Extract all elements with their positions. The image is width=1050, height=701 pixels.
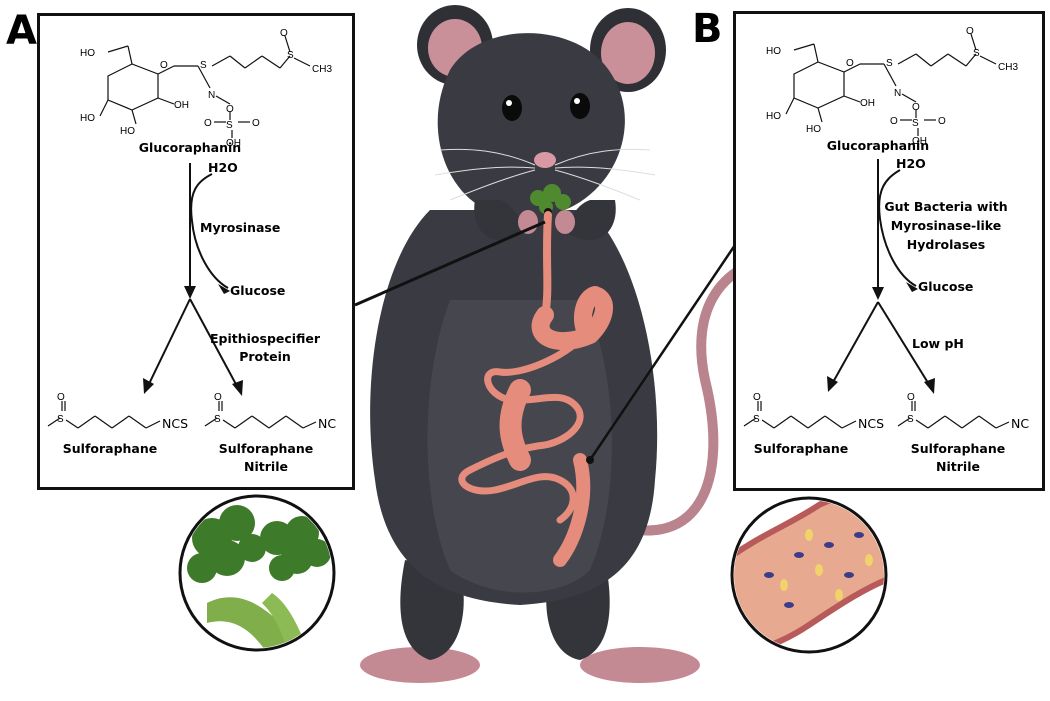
atom-ho-b2: HO <box>766 111 781 122</box>
nitrile-label-b-line1: Sulforaphane <box>910 441 1006 456</box>
mouse-whiskers <box>434 148 656 201</box>
mouse-nose <box>534 152 556 168</box>
atom-o-a7: O <box>214 392 222 403</box>
panel-a: HO HO HO OH O S N O S OH O O S O CH3 <box>37 13 355 490</box>
atom-o-b5: O <box>966 26 974 37</box>
nc-label-a: NC <box>318 416 337 431</box>
atom-s-b1: S <box>886 58 893 69</box>
atom-ch3-a: CH3 <box>312 64 332 75</box>
atom-oh-a1: OH <box>174 100 189 111</box>
gut-tract <box>458 211 613 567</box>
sulforaphane-label-a: Sulforaphane <box>62 441 158 456</box>
atom-ho-b3: HO <box>806 124 821 135</box>
atom-ho-a2: HO <box>80 113 95 124</box>
panel-a-letter: A <box>6 8 37 54</box>
atom-ho-a1: HO <box>80 48 95 59</box>
gut-bacteria-label-line1: Gut Bacteria with <box>884 199 1008 214</box>
atom-oh-a2: OH <box>226 138 241 149</box>
mouse-head <box>437 33 625 218</box>
glucoraphanin-molecule-a <box>99 35 311 138</box>
reaction-arrows-a <box>147 163 239 389</box>
sulforaphane-structures-b <box>743 401 1010 429</box>
atom-o-b4: O <box>938 116 946 127</box>
broccoli-inset <box>178 494 336 652</box>
glucoraphanin-label-b: Glucoraphanin <box>826 138 930 153</box>
atom-ho-b1: HO <box>766 46 781 57</box>
atom-o-b6: O <box>753 392 761 403</box>
h2o-label-a: H2O <box>208 160 238 175</box>
sulforaphane-label-b: Sulforaphane <box>753 441 849 456</box>
atom-s-b2: S <box>912 118 919 129</box>
atom-o-a2: O <box>226 104 234 115</box>
glucose-label-b: Glucose <box>918 279 974 294</box>
glucoraphanin-label-a: Glucoraphanin <box>138 140 242 155</box>
reaction-arrows-b <box>831 159 931 387</box>
gut-bacteria-label-line3: Hydrolases <box>906 237 986 252</box>
atom-o-a3: O <box>204 118 212 129</box>
panel-b-letter: B <box>692 6 723 52</box>
atom-o-a5: O <box>280 28 288 39</box>
panel-b-diagram: HO HO HO OH O S N O S OH O O S O CH3 <box>743 26 1018 429</box>
ncs-label-b: NCS <box>858 416 885 431</box>
mouse-right-paw <box>555 210 575 234</box>
gut-bacteria-label-line2: Myrosinase-like <box>890 218 1002 233</box>
atom-s-a1: S <box>200 60 207 71</box>
h2o-label-b: H2O <box>896 156 926 171</box>
glucose-label-a: Glucose <box>230 283 286 298</box>
gut-tissue-inset <box>730 496 888 654</box>
ncs-label-a: NCS <box>162 416 189 431</box>
atom-s-a2: S <box>226 120 233 131</box>
low-ph-label: Low pH <box>912 336 964 351</box>
nitrile-label-a-line1: Sulforaphane <box>218 441 314 456</box>
atom-o-a6: O <box>57 392 65 403</box>
atom-ho-a3: HO <box>120 126 135 137</box>
atom-o-a4: O <box>252 118 260 129</box>
esp-label-line1: Epithiospecifier <box>210 331 320 346</box>
atom-ch3-b: CH3 <box>998 62 1018 73</box>
atom-n-b1: N <box>894 88 901 99</box>
nc-label-b: NC <box>1011 416 1030 431</box>
nitrile-label-a-line2: Nitrile <box>244 459 288 474</box>
atom-s-a3: S <box>287 50 294 61</box>
mouse-left-foot <box>360 647 480 683</box>
atom-s-b3: S <box>973 48 980 59</box>
panel-a-diagram: HO HO HO OH O S N O S OH O O S O CH3 <box>47 28 332 429</box>
atom-o-b2: O <box>912 102 920 113</box>
myrosinase-label: Myrosinase <box>200 220 281 235</box>
glucoraphanin-molecule-b <box>785 33 997 136</box>
atom-oh-b2: OH <box>912 136 927 147</box>
atom-oh-b1: OH <box>860 98 875 109</box>
mouse-right-eye <box>570 93 590 119</box>
pointer-line-b <box>588 244 737 461</box>
atom-s-b5: S <box>907 414 914 425</box>
atom-o-b1: O <box>846 58 854 69</box>
sulforaphane-structures-a <box>47 401 317 429</box>
atom-o-a1: O <box>160 60 168 71</box>
atom-n-a1: N <box>208 90 215 101</box>
panel-b: HO HO HO OH O S N O S OH O O S O CH3 <box>733 11 1045 491</box>
mouse-left-eye <box>502 95 522 121</box>
mouse-right-foot <box>580 647 700 683</box>
atom-s-a4: S <box>57 414 64 425</box>
atom-s-a5: S <box>214 414 221 425</box>
pointer-line-a <box>354 220 546 307</box>
atom-o-b7: O <box>907 392 915 403</box>
atom-o-b3: O <box>890 116 898 127</box>
esp-label-line2: Protein <box>239 349 291 364</box>
nitrile-label-b-line2: Nitrile <box>936 459 980 474</box>
atom-s-b4: S <box>753 414 760 425</box>
